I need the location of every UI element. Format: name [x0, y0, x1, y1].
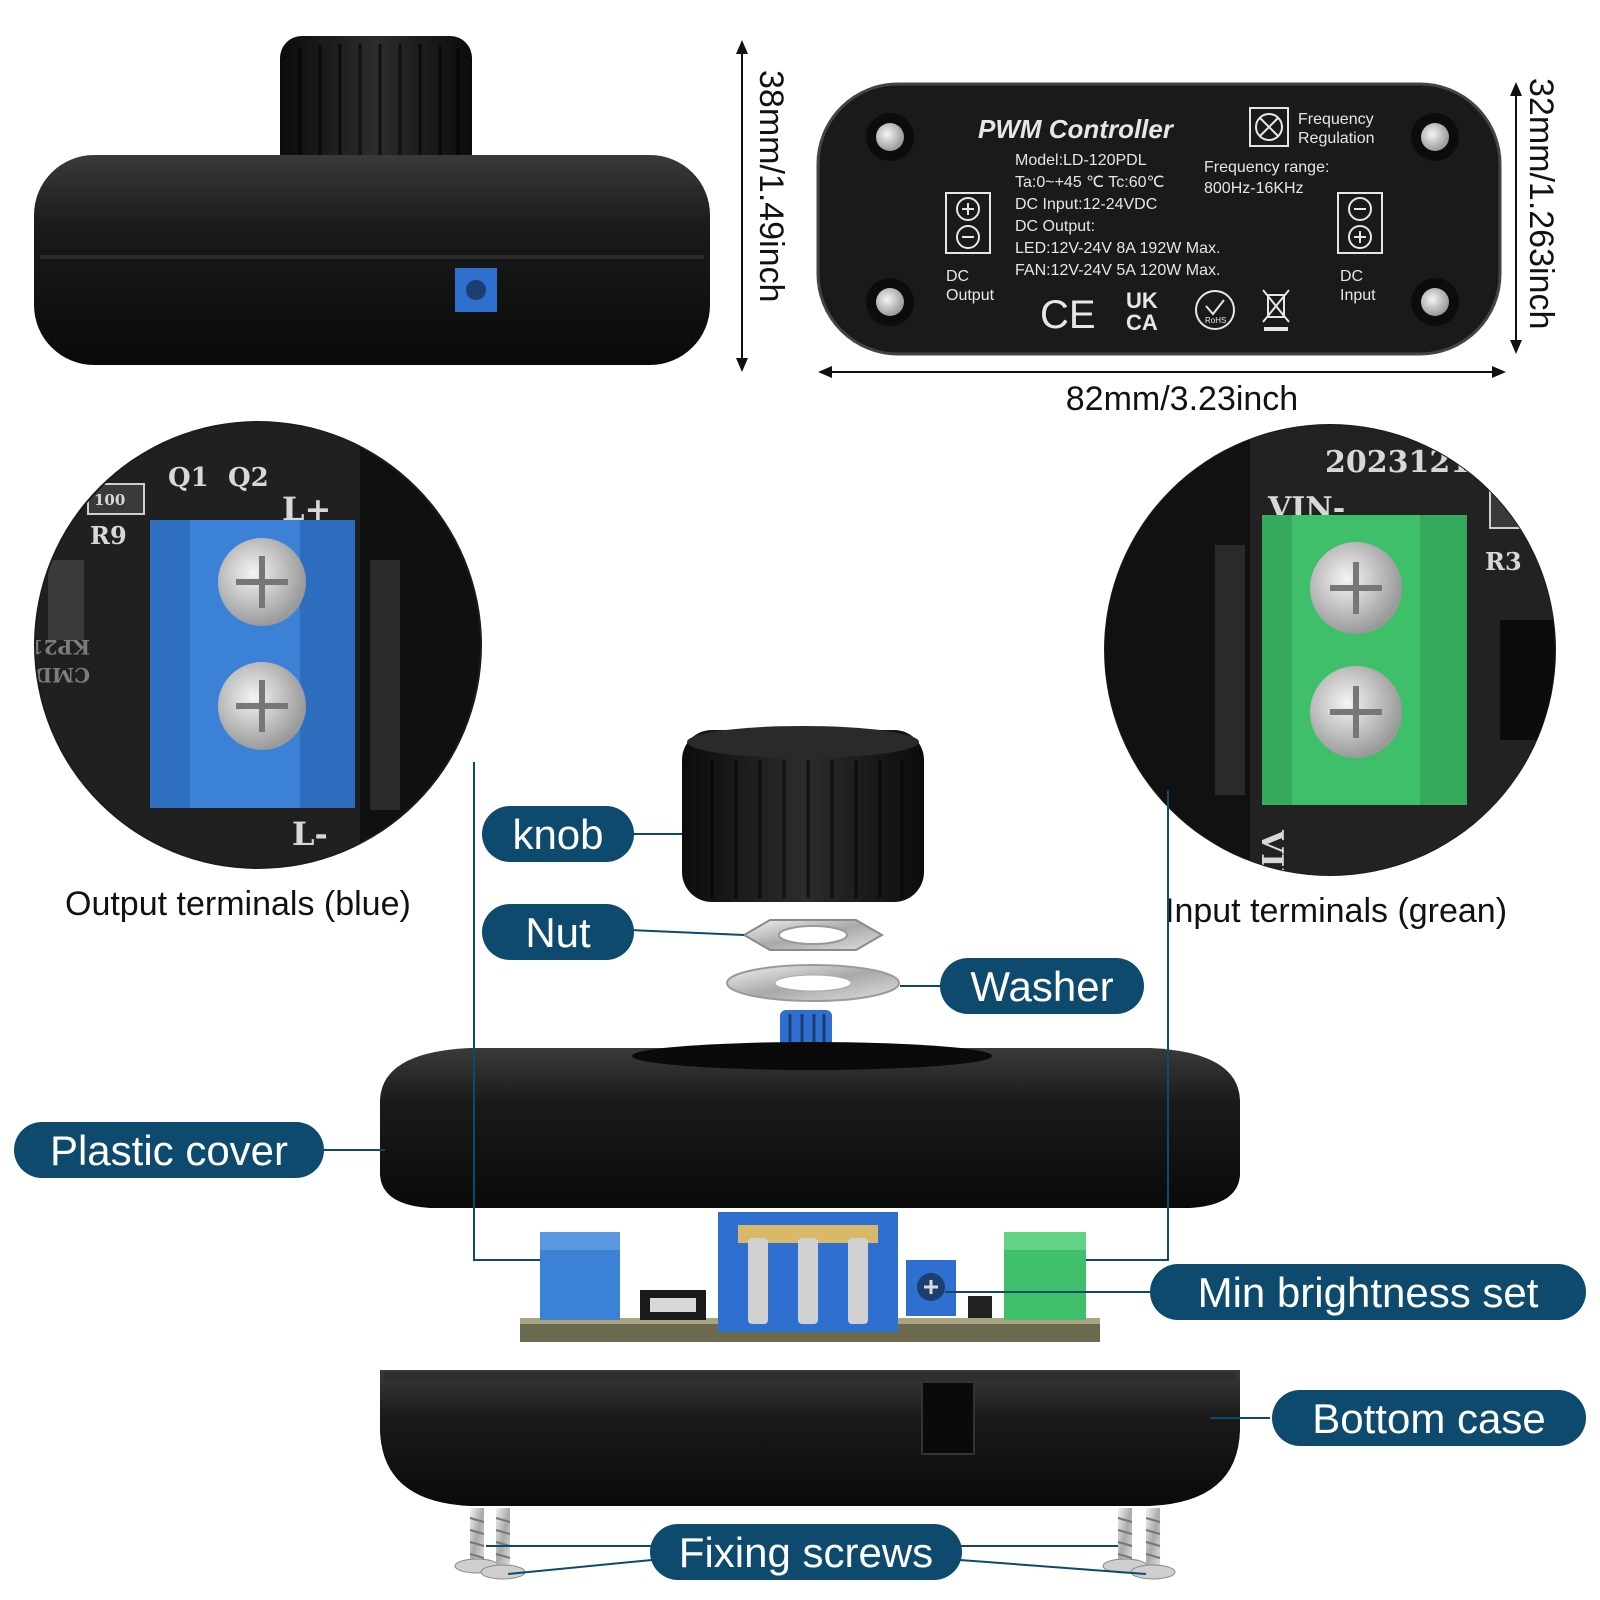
face-case — [816, 82, 1502, 356]
rohs-icon — [1195, 290, 1235, 330]
dc-output-polarity-icon — [945, 192, 991, 254]
input-terminals-caption: Input terminals (grean) — [1165, 892, 1507, 930]
min-brightness-label: Min brightness set — [1198, 1269, 1539, 1316]
controller-led-spec: LED:12V-24V 8A 192W Max. — [1015, 240, 1220, 257]
washer-label: Washer — [970, 963, 1113, 1010]
bottom-case-pill: Bottom case — [1272, 1390, 1586, 1446]
side-view-device — [34, 36, 710, 365]
fixing-screw — [454, 1508, 500, 1574]
height-dimension: 38mm/1.49inch — [736, 40, 790, 372]
fixing-screws-pill: Fixing screws — [650, 1524, 962, 1580]
bottom-case-label: Bottom case — [1312, 1395, 1545, 1442]
dc-output-line1: DC — [946, 268, 969, 285]
width-label: 82mm/3.23inch — [1066, 380, 1298, 418]
face-view-device: PWM Controller Model:LD-120PDL Ta:0~+45 … — [816, 82, 1502, 356]
output-terminals-caption: Output terminals (blue) — [65, 885, 411, 923]
silk-q1: Q1 — [168, 463, 209, 493]
height-label: 38mm/1.49inch — [752, 70, 790, 302]
controller-title: PWM Controller — [978, 114, 1175, 144]
ce-mark: CE — [1040, 293, 1096, 337]
exploded-washer — [726, 964, 900, 1002]
exploded-pcb — [520, 1212, 1100, 1342]
frequency-regulation-line1: Frequency — [1298, 111, 1374, 128]
dc-input-polarity-icon — [1337, 192, 1383, 254]
side-knob — [280, 36, 472, 186]
controller-fan-spec: FAN:12V-24V 5A 120W Max. — [1015, 262, 1220, 279]
ukca-mark-top: UK — [1126, 288, 1158, 313]
silk-q2: Q2 — [228, 463, 269, 493]
fixing-screw — [480, 1508, 526, 1580]
washer-pill: Washer — [940, 958, 1144, 1014]
nut-label: Nut — [525, 909, 591, 956]
fixing-screw — [1102, 1508, 1148, 1574]
face-screw — [866, 113, 914, 161]
fixing-screw — [1130, 1508, 1176, 1580]
leader-lines — [320, 762, 1270, 1575]
controller-temp: Ta:0~+45 ℃ Tc:60℃ — [1015, 174, 1165, 191]
frequency-regulation-icon — [1249, 107, 1289, 147]
frequency-range-label: Frequency range: — [1204, 159, 1329, 176]
silk-date-code: 20231217 — [1325, 445, 1492, 480]
rohs-label: RoHS — [1205, 316, 1226, 325]
side-case — [34, 155, 710, 365]
ukca-mark-bottom: CA — [1126, 310, 1158, 335]
knob-pill: knob — [482, 806, 634, 862]
dc-output-line2: Output — [946, 287, 995, 304]
min-brightness-pill: Min brightness set — [1150, 1264, 1586, 1320]
dc-input-line2: Input — [1340, 287, 1376, 304]
knob-label: knob — [512, 811, 603, 858]
silk-l-minus: L- — [292, 815, 328, 853]
silk-chip-code-2: CMD5 — [21, 663, 90, 687]
controller-dc-output-heading: DC Output: — [1015, 218, 1095, 235]
depth-dimension: 32mm/1.263inch — [1510, 78, 1560, 354]
exploded-knob — [682, 726, 924, 902]
exploded-bottom-case — [380, 1370, 1240, 1506]
nut-pill: Nut — [482, 904, 634, 960]
plastic-cover-label: Plastic cover — [50, 1127, 288, 1174]
fixing-screws-label: Fixing screws — [679, 1529, 933, 1576]
output-terminals-zoom: Q1 Q2 100 R9 L+ L- KP2117 CMD5 — [21, 421, 482, 869]
silk-r3: R3 — [1485, 547, 1522, 576]
frequency-regulation-line2: Regulation — [1298, 130, 1375, 147]
weee-bin-icon — [1262, 289, 1290, 331]
input-terminals-zoom: 20231217 VIN- R3 VIN — [1104, 424, 1556, 895]
width-dimension: 82mm/3.23inch — [818, 366, 1506, 418]
face-screw — [866, 278, 914, 326]
exploded-plastic-cover — [380, 1042, 1240, 1208]
controller-model: Model:LD-120PDL — [1015, 152, 1147, 169]
depth-label: 32mm/1.263inch — [1522, 78, 1560, 329]
silk-vin: VIN — [1254, 829, 1289, 895]
silk-r9: R9 — [90, 521, 127, 550]
dc-input-line1: DC — [1340, 268, 1363, 285]
exploded-nut — [741, 919, 885, 951]
face-screw — [1411, 278, 1459, 326]
controller-dc-input: DC Input:12-24VDC — [1015, 196, 1157, 213]
silk-100: 100 — [94, 491, 125, 509]
plastic-cover-pill: Plastic cover — [14, 1122, 324, 1178]
face-screw — [1411, 113, 1459, 161]
frequency-range-value: 800Hz-16KHz — [1204, 180, 1304, 197]
